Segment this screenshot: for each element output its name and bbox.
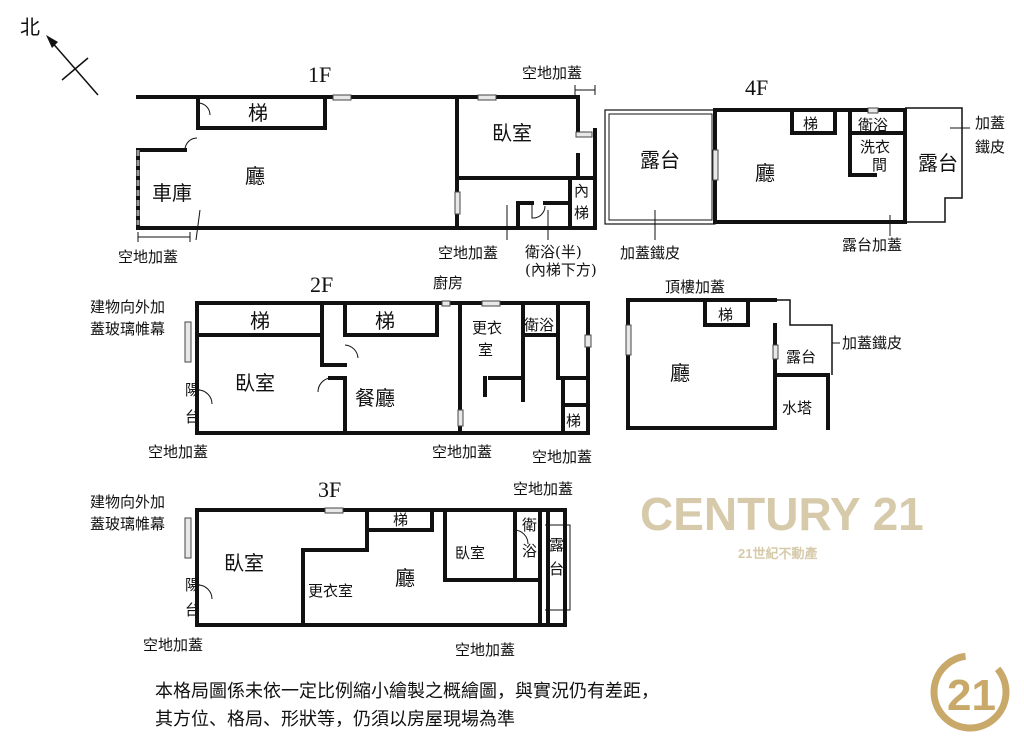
logo-text: 21 [947, 671, 996, 720]
room-terrace: 露台 [918, 151, 958, 175]
room-stairs: 梯 [393, 511, 408, 529]
label-half-bath: 衛浴(半) [525, 243, 582, 261]
room-stairs: 梯 [250, 309, 270, 333]
disclaimer-line-1: 本格局圖係未依一定比例縮小繪製之概繪圖，與實況仍有差距， [155, 681, 659, 702]
floor-roof-walls [625, 298, 833, 430]
room-laundry: 洗衣 [860, 138, 890, 156]
room-stairs: 梯 [803, 115, 818, 133]
room-bedroom: 臥室 [492, 121, 532, 145]
room-balcony-2: 台 [185, 408, 200, 426]
room-stairs: 梯 [566, 412, 581, 430]
room-hall: 廳 [245, 164, 265, 188]
floor-title-roof: 頂樓加蓋 [665, 278, 725, 296]
label-annex: 空地加蓋 [522, 64, 582, 82]
room-garage: 車庫 [152, 181, 192, 205]
room-laundry-2: 間 [872, 156, 887, 174]
label-glass-curtain-2: 蓋玻璃帷幕 [90, 515, 165, 533]
room-closet: 更衣室 [308, 582, 353, 600]
watermark-sub: 21世紀不動產 [738, 546, 817, 561]
room-terrace: 露台 [640, 148, 680, 172]
label-glass-curtain-2: 蓋玻璃帷幕 [90, 320, 165, 338]
room-bath: 衛 [522, 516, 537, 534]
room-closet-2: 室 [478, 341, 493, 359]
label-annex: 空地加蓋 [455, 641, 515, 659]
room-bedroom: 臥室 [235, 371, 275, 395]
label-kitchen: 廚房 [433, 274, 463, 292]
north-label: 北 [20, 15, 40, 39]
room-terrace: 露台 [786, 348, 816, 366]
room-hall: 廳 [395, 566, 415, 590]
room-closet: 更衣 [472, 319, 502, 337]
disclaimer-line-2: 其方位、格局、形狀等，仍須以房屋現場為準 [155, 709, 515, 730]
room-stairs: 梯 [248, 101, 268, 125]
floor-title-1f: 1F [308, 62, 331, 87]
room-hall: 廳 [755, 161, 775, 185]
room-terrace: 露 [549, 536, 564, 554]
label-annex: 空地加蓋 [432, 443, 492, 461]
room-terrace-2: 台 [549, 560, 564, 578]
label-terrace-annex: 露台加蓋 [842, 236, 902, 254]
room-bedroom: 臥室 [224, 551, 264, 575]
label-annex: 空地加蓋 [148, 443, 208, 461]
label-iron-annex: 加蓋 [975, 114, 1005, 132]
floor-2f-walls [184, 300, 592, 435]
label-annex: 空地加蓋 [438, 244, 498, 262]
north-arrow-icon [46, 35, 99, 96]
label-iron-annex: 加蓋鐵皮 [842, 334, 902, 352]
room-bedroom-small: 臥室 [455, 544, 485, 562]
label-annex: 空地加蓋 [143, 636, 203, 654]
room-stairs: 梯 [718, 306, 733, 324]
room-inner-stairs: 內 [574, 182, 589, 200]
label-annex: 空地加蓋 [513, 480, 573, 498]
label-annex: 空地加蓋 [532, 448, 592, 466]
room-balcony: 陽 [185, 576, 200, 594]
room-bath-2: 浴 [522, 542, 537, 560]
room-stairs: 梯 [375, 309, 395, 333]
floor-title-2f: 2F [310, 272, 333, 297]
room-balcony: 陽 [185, 381, 200, 399]
label-iron-annex-2: 鐵皮 [975, 138, 1005, 156]
room-hall: 廳 [670, 361, 690, 385]
room-bath: 衛浴 [524, 316, 554, 334]
room-bath: 衛浴 [858, 116, 888, 134]
label-glass-curtain: 建物向外加 [90, 493, 165, 511]
label-annex: 空地加蓋 [118, 248, 178, 266]
room-dining: 餐廳 [355, 386, 395, 410]
room-water-tower: 水塔 [782, 399, 812, 417]
room-balcony-2: 台 [185, 601, 200, 619]
room-inner-stairs-2: 梯 [574, 204, 589, 222]
floor-title-3f: 3F [318, 477, 341, 502]
label-glass-curtain: 建物向外加 [90, 298, 165, 316]
floor-title-4f: 4F [745, 75, 768, 100]
floor-4f-walls [604, 107, 963, 225]
floor-3f-walls [184, 507, 571, 627]
label-iron-annex: 加蓋鐵皮 [620, 244, 680, 262]
century21-logo-icon: 21 [930, 652, 1010, 732]
floor-1f-walls [136, 85, 597, 230]
label-bath-note: (內梯下方) [525, 261, 597, 279]
watermark-century21: CENTURY 21 [640, 488, 924, 540]
